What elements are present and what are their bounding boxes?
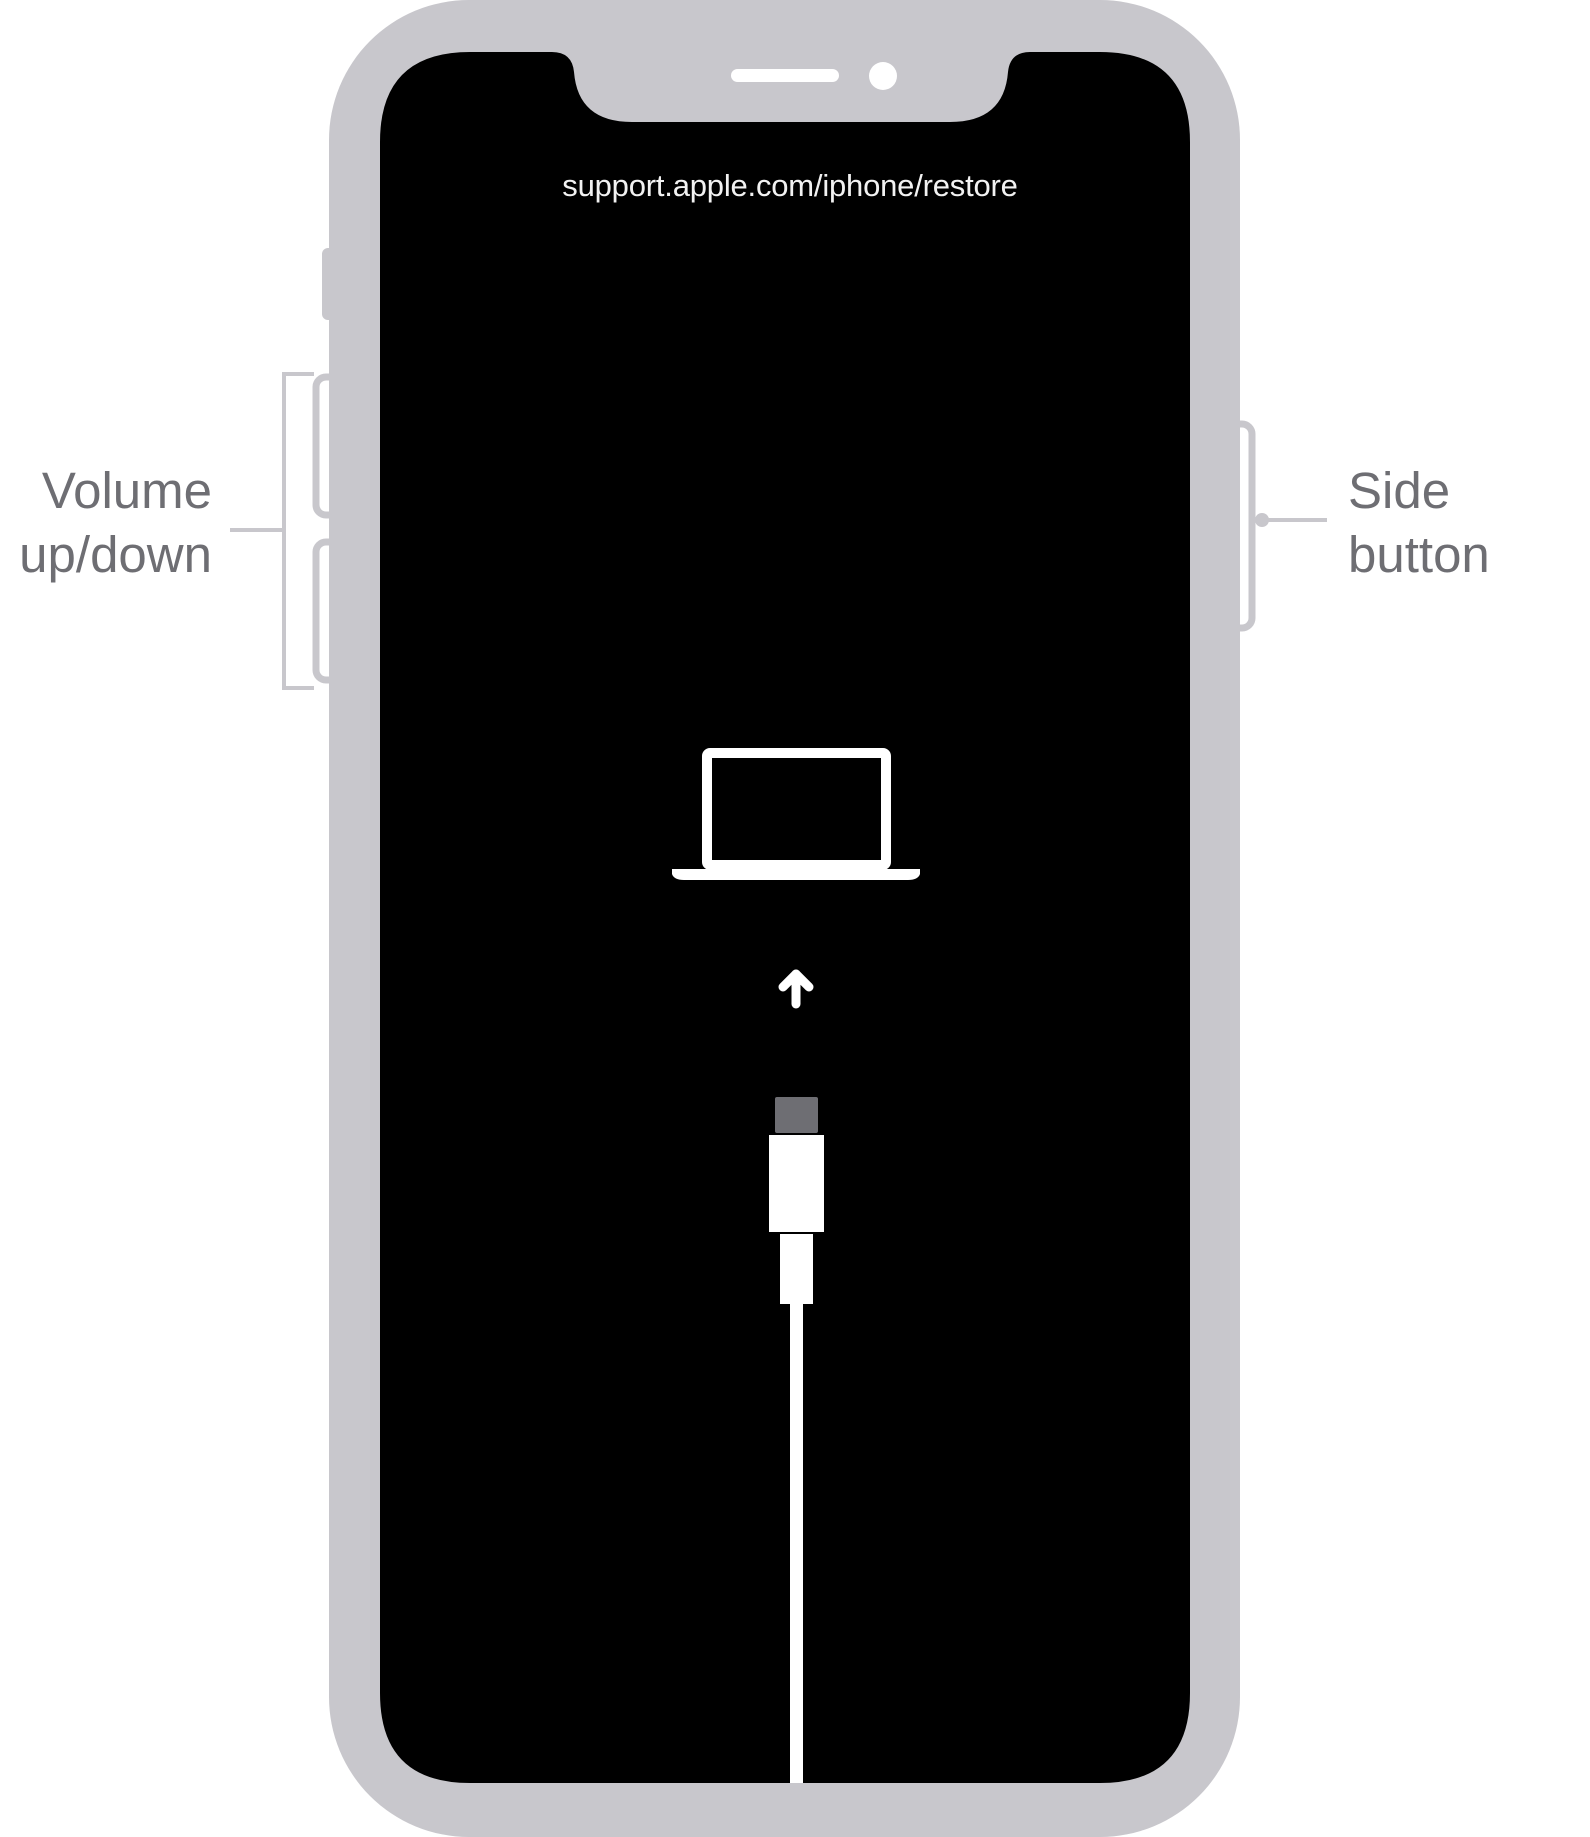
volume-label-line-2: up/down xyxy=(19,526,212,583)
speaker-grille xyxy=(731,69,839,82)
phone-screen xyxy=(380,52,1190,1783)
arrow-up-icon xyxy=(778,969,814,1009)
volume-label: Volume up/down xyxy=(19,459,212,587)
side-button-label: Side button xyxy=(1348,459,1490,587)
side-callout-line xyxy=(1255,513,1327,527)
side-label-line-1: Side xyxy=(1348,462,1451,519)
restore-url: support.apple.com/iphone/restore xyxy=(562,168,1018,203)
front-camera xyxy=(869,62,897,90)
volume-label-line-1: Volume xyxy=(41,462,212,519)
side-label-line-2: button xyxy=(1348,526,1490,583)
laptop-icon xyxy=(672,748,920,880)
lightning-cable-icon xyxy=(769,1097,824,1783)
volume-callout-line xyxy=(230,372,314,690)
